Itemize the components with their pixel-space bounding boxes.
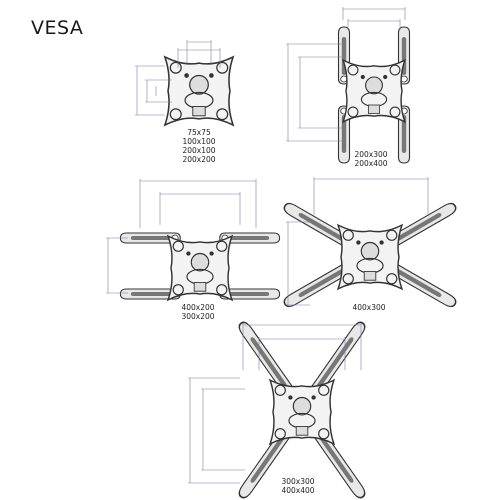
size-label: 200x200: [182, 155, 216, 164]
x-arms-large-sizes: 300x300 400x400: [263, 477, 333, 495]
diagram-small-plate: [135, 40, 234, 126]
vertical-arms-sizes: 200x300 200x400: [336, 150, 406, 168]
diagram-vertical-arms: [286, 7, 411, 164]
size-label: 300x200: [181, 312, 215, 321]
size-label: 400x400: [281, 486, 315, 495]
size-label: 200x100: [182, 146, 216, 155]
horizontal-arms-sizes: 400x200 300x200: [163, 303, 233, 321]
page-title: VESA: [31, 17, 84, 39]
x-arms-sizes: 400x300: [334, 303, 404, 312]
diagram-x-arms-large: [188, 319, 369, 500]
diagram-horizontal-arms: [106, 179, 281, 301]
size-label: 400x300: [352, 303, 386, 312]
size-label: 200x300: [354, 150, 388, 159]
size-label: 300x300: [281, 477, 315, 486]
small-plate-sizes: 75x75 100x100 200x100 200x200: [164, 128, 234, 164]
diagram-x-arms: [281, 177, 459, 310]
size-label: 100x100: [182, 137, 216, 146]
size-label: 200x400: [354, 159, 388, 168]
size-label: 75x75: [187, 128, 211, 137]
size-label: 400x200: [181, 303, 215, 312]
